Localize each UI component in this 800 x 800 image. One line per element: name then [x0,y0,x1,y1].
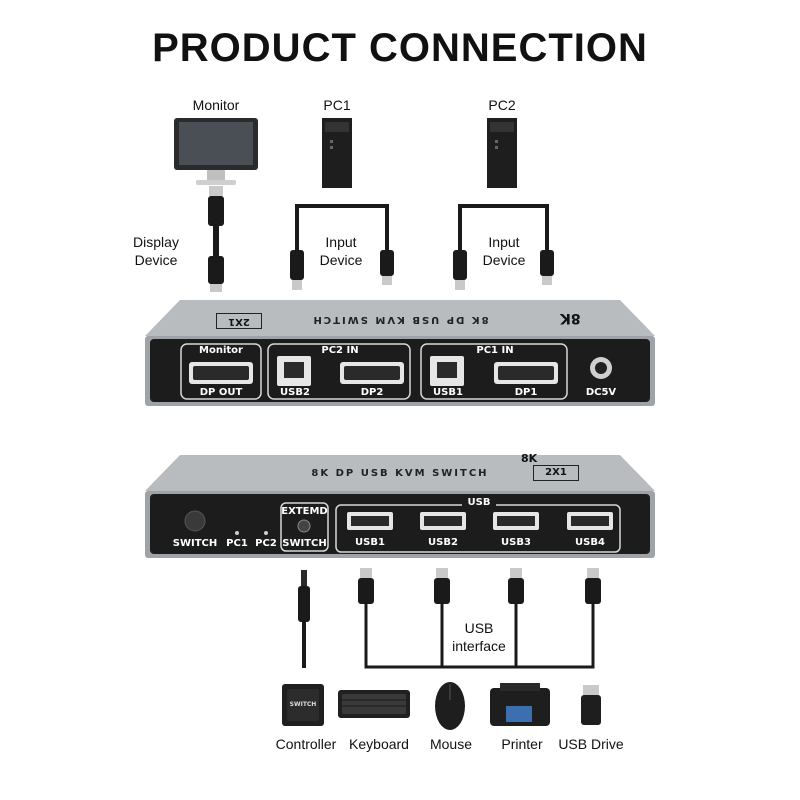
top-unit-badge: 2X1 [216,313,262,329]
mouse-icon [435,682,465,730]
pc1-input-plugs-icon [290,250,394,290]
dp1-port-label: DP1 [514,387,538,398]
input-device-b-line1: Input [488,234,520,250]
usb-drive-icon [581,685,601,725]
pc2-in-label: PC2 IN [321,345,359,356]
controller-label: Controller [275,736,337,752]
monitor-label: Monitor [192,97,240,113]
keyboard-icon [338,690,410,718]
usb-interface-label: USB interface [443,619,515,655]
pc1-tower-icon [322,118,352,188]
pc2-input-plugs-icon [453,250,554,290]
input-device-a-line1: Input [325,234,357,250]
pc2-tower-icon [487,118,517,188]
pc2-label: PC2 [488,97,516,113]
page-title: PRODUCT CONNECTION [152,26,648,70]
printer-icon [490,683,550,726]
display-device-label-line2: Device [134,252,178,268]
usb1-port-label: USB1 [433,387,463,398]
display-device-label: Display Device [124,233,188,269]
controller-icon [282,684,324,726]
usb2-port-label: USB2 [280,387,310,398]
usb-drive-label: USB Drive [558,736,624,752]
input-device-b-line2: Device [482,252,526,268]
extemd-label: EXTEMD [281,506,328,517]
keyboard-label: Keyboard [349,736,409,752]
usb-group-label: USB [462,497,496,508]
kvm-unit-front [145,455,655,558]
display-device-label-line1: Display [133,234,179,250]
dc5v-label: DC5V [585,387,617,398]
usb-interface-line1: USB [464,620,494,636]
input-device-a-line2: Device [319,252,363,268]
usb3-front-label: USB3 [501,537,531,548]
pc2-input-cable-icon [458,204,549,250]
dp-out-label: DP OUT [199,387,243,398]
controller-cable-icon [298,570,310,668]
pc1-input-cable-icon [295,204,389,250]
switch-button-label: SWITCH [172,538,218,549]
top-unit-model-text: 8K DP USB KVM SWITCH [311,314,488,325]
usb1-front-label: USB1 [355,537,385,548]
bottom-unit-model-text: 8K DP USB KVM SWITCH [311,468,488,479]
controller-key-label: SWITCH [289,701,317,708]
usb-cables-icon [358,568,601,669]
pc1-in-label: PC1 IN [476,345,514,356]
printer-label: Printer [501,736,543,752]
input-device-a-label: Input Device [311,233,371,269]
mouse-label: Mouse [429,736,473,752]
monitor-icon [174,118,258,185]
pc1-led-label: PC1 [226,538,248,549]
display-cable-icon [208,186,224,292]
input-device-b-label: Input Device [474,233,534,269]
dp-out-monitor-label: Monitor [199,345,243,356]
kvm-unit-rear [145,300,655,406]
extemd-switch-label: SWITCH [282,538,327,549]
pc1-label: PC1 [323,97,351,113]
pc2-led-label: PC2 [255,538,277,549]
usb-interface-line2: interface [452,638,506,654]
top-unit-res: 8K [560,310,581,326]
usb2-front-label: USB2 [428,537,458,548]
usb4-front-label: USB4 [575,537,605,548]
dp2-port-label: DP2 [360,387,384,398]
bottom-unit-badge: 2X1 [533,465,579,481]
bottom-unit-res: 8K [521,452,538,465]
